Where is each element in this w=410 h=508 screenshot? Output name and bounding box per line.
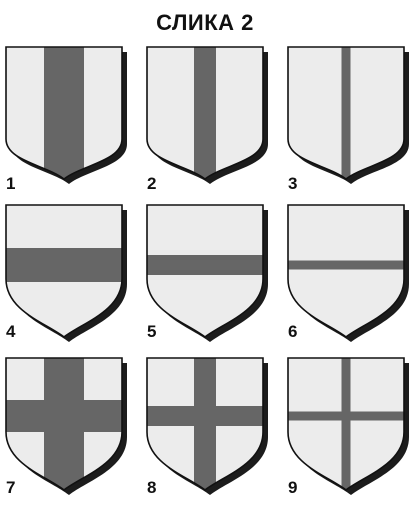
shield-graphic <box>6 205 136 355</box>
shield-graphic <box>288 205 410 355</box>
shield-graphic <box>6 47 136 197</box>
shield-number-1: 1 <box>6 174 15 194</box>
horizontal-band <box>6 248 122 282</box>
shield-4 <box>6 205 136 355</box>
shield-number-6: 6 <box>288 322 297 342</box>
shield-graphic <box>288 358 410 508</box>
vertical-band <box>194 358 216 495</box>
shield-2 <box>147 47 277 197</box>
shield-graphic <box>147 47 277 197</box>
shield-5 <box>147 205 277 355</box>
figure-title: СЛИКА 2 <box>0 10 410 36</box>
shield-3 <box>288 47 410 197</box>
horizontal-band <box>288 412 404 421</box>
shield-6 <box>288 205 410 355</box>
shield-number-7: 7 <box>6 478 15 498</box>
vertical-band <box>342 358 351 495</box>
vertical-band <box>44 47 84 184</box>
shield-number-2: 2 <box>147 174 156 194</box>
shield-1 <box>6 47 136 197</box>
shield-number-9: 9 <box>288 478 297 498</box>
shield-7 <box>6 358 136 508</box>
horizontal-band <box>288 261 404 270</box>
vertical-band <box>342 47 351 184</box>
shield-number-8: 8 <box>147 478 156 498</box>
shield-graphic <box>147 205 277 355</box>
horizontal-band <box>6 400 122 432</box>
shield-graphic <box>147 358 277 508</box>
horizontal-band <box>147 406 263 426</box>
shield-8 <box>147 358 277 508</box>
shield-number-5: 5 <box>147 322 156 342</box>
vertical-band <box>194 47 216 184</box>
shield-graphic <box>6 358 136 508</box>
horizontal-band <box>147 255 263 275</box>
shield-number-4: 4 <box>6 322 15 342</box>
shield-number-3: 3 <box>288 174 297 194</box>
shield-graphic <box>288 47 410 197</box>
shield-9 <box>288 358 410 508</box>
